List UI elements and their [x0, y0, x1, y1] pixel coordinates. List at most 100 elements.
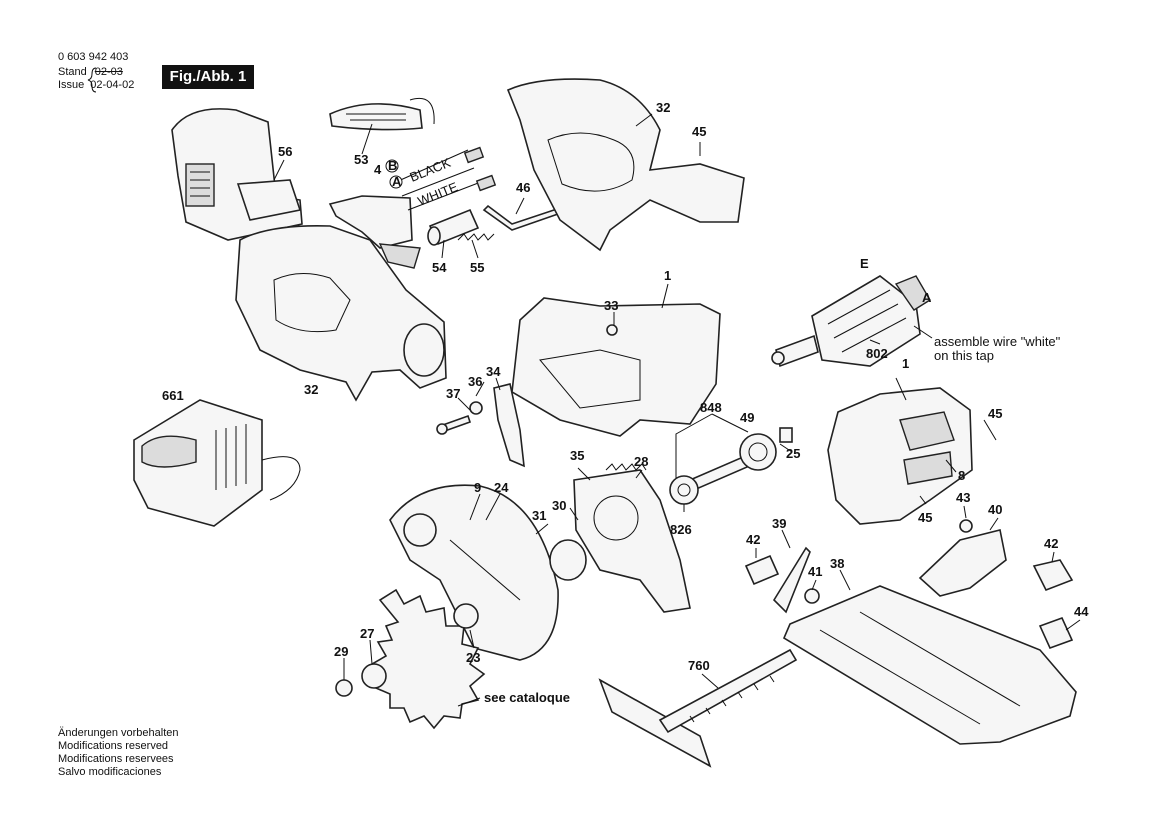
stand-value: 02-03 — [94, 66, 123, 78]
issue-label: Issue — [58, 79, 85, 91]
callout-a-switch: A — [392, 174, 402, 189]
footer-line-en: Modifications reserved — [58, 740, 169, 752]
callout-32-left: 32 — [304, 382, 318, 397]
callout-34: 34 — [486, 364, 501, 379]
motor — [771, 275, 931, 368]
callout-55: 55 — [470, 260, 484, 275]
callout-23: 23 — [466, 650, 480, 665]
o-ring-31 — [549, 539, 587, 581]
callout-848: 848 — [700, 400, 722, 415]
battery-pack — [171, 108, 303, 241]
callout-760: 760 — [688, 658, 710, 673]
callout-802: 802 — [866, 346, 888, 361]
callout-45-top: 45 — [692, 124, 706, 139]
knob-44 — [1038, 616, 1074, 650]
callout-8: 8 — [958, 468, 965, 483]
footer-line-de: Änderungen vorbehalten — [58, 727, 179, 739]
callout-29: 29 — [334, 644, 348, 659]
see-catalogue-note: see cataloque — [484, 690, 570, 705]
issue-value: 02-04-02 — [90, 79, 135, 91]
flange-27 — [361, 663, 387, 689]
saw-blade — [370, 588, 486, 730]
bevel-bracket-39 — [772, 546, 811, 614]
callout-38: 38 — [830, 556, 844, 571]
rip-fence — [598, 648, 798, 768]
callout-35: 35 — [570, 448, 584, 463]
lever-34 — [493, 383, 525, 468]
base-plate — [782, 585, 1077, 745]
callout-e: E — [860, 256, 869, 271]
footer-line-fr: Modifications reservees — [58, 753, 174, 765]
callout-53: 53 — [354, 152, 368, 167]
capacitor — [427, 208, 480, 246]
flange-23 — [453, 603, 479, 629]
callout-31: 31 — [532, 508, 546, 523]
callout-1-top: 1 — [664, 268, 671, 283]
callout-39: 39 — [772, 516, 786, 531]
wire-label-white: WHITE — [416, 179, 461, 209]
callout-826: 826 — [670, 522, 692, 537]
assemble-note-line2: on this tap — [934, 348, 994, 363]
gear-housing — [827, 387, 973, 525]
housing-half-left — [235, 224, 447, 402]
gear-49 — [739, 433, 777, 471]
callout-27: 27 — [360, 626, 374, 641]
callout-9: 9 — [474, 480, 481, 495]
callout-b: B — [388, 158, 397, 173]
callout-4: 4 — [374, 162, 382, 177]
callout-25: 25 — [786, 446, 800, 461]
footer-notes: Änderungen vorbehalten Modifications res… — [58, 727, 178, 779]
callout-a-motor: A — [922, 290, 932, 305]
figure-label: Fig./Abb. 1 — [162, 65, 254, 89]
callout-45-low: 45 — [918, 510, 932, 525]
callout-45-right: 45 — [988, 406, 1002, 421]
knob-42-left — [744, 554, 780, 586]
lower-guard — [573, 469, 691, 613]
callout-46: 46 — [516, 180, 530, 195]
callout-44: 44 — [1074, 604, 1089, 619]
circle-a-marker — [389, 175, 403, 189]
knob-42-right — [1032, 559, 1074, 592]
callout-41: 41 — [808, 564, 822, 579]
wire-label-black: BLACK — [408, 155, 453, 185]
washer-36 — [469, 401, 483, 415]
callout-42-right: 42 — [1044, 536, 1058, 551]
callout-49: 49 — [740, 410, 754, 425]
spring-28 — [605, 463, 647, 471]
bracket-40 — [918, 529, 1007, 597]
motor-housing — [511, 297, 721, 437]
callout-30: 30 — [552, 498, 566, 513]
battery-charger — [133, 399, 301, 527]
callout-1-right: 1 — [902, 356, 909, 371]
spring-55 — [457, 233, 495, 241]
housing-half-right — [506, 78, 745, 252]
switch-assembly — [328, 146, 497, 269]
callout-40: 40 — [988, 502, 1002, 517]
callout-32-top: 32 — [656, 100, 670, 115]
callout-37: 37 — [446, 386, 460, 401]
screw-37 — [436, 414, 472, 435]
callout-24: 24 — [494, 480, 509, 495]
callout-43: 43 — [956, 490, 970, 505]
handle-grip — [329, 98, 435, 131]
bushing-25 — [779, 427, 793, 443]
screw-43 — [959, 519, 973, 533]
callout-42-left: 42 — [746, 532, 760, 547]
callout-28: 28 — [634, 454, 648, 469]
callout-661: 661 — [162, 388, 184, 403]
callout-54: 54 — [432, 260, 447, 275]
document-number: 0 603 942 403 — [58, 51, 129, 63]
callout-36: 36 — [468, 374, 482, 389]
callout-56: 56 — [278, 144, 292, 159]
spindle-shaft — [669, 452, 756, 505]
circle-b-marker — [385, 159, 399, 173]
assemble-note-line1: assemble wire "white" — [934, 334, 1061, 349]
issue-row: Issue 02-04-02 — [58, 79, 134, 92]
callout-33: 33 — [604, 298, 618, 313]
footer-line-es: Salvo modificaciones — [58, 766, 162, 778]
stand-issue-brace — [87, 67, 97, 93]
stand-label: Stand — [58, 66, 87, 78]
stand-row: Stand 02-03 — [58, 66, 123, 79]
